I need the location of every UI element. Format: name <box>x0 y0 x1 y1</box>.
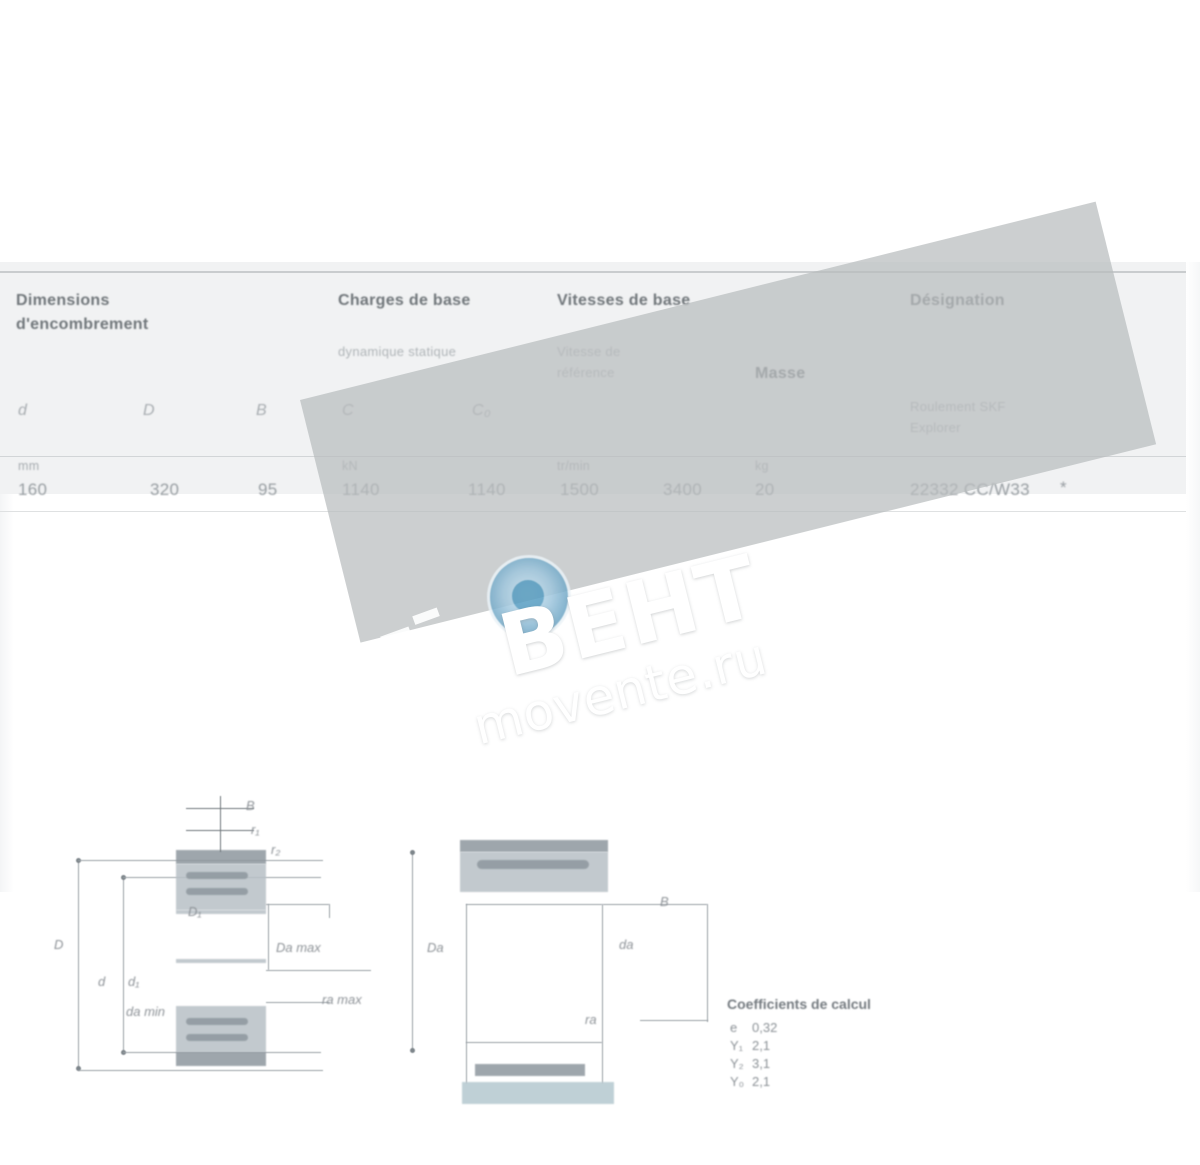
column-group-basic-loads: Charges de base <box>338 292 471 309</box>
symbol-B: B <box>256 402 267 419</box>
label-r1: r₁ <box>251 822 260 837</box>
label-right-ra: ra <box>585 1012 597 1027</box>
coefficient-symbol-y0: Y₀ <box>730 1074 745 1089</box>
column-group-dimensions-line2: d'encombrement <box>16 316 149 333</box>
coefficient-value-y2: 3,1 <box>752 1056 771 1071</box>
header-rule-top <box>0 271 1200 273</box>
unit-kN: kN <box>342 459 358 473</box>
column-group-designation-sub2: Explorer <box>910 420 961 435</box>
label-d: d <box>98 974 106 989</box>
symbol-C0: C₀ <box>472 402 491 419</box>
label-d1: d₁ <box>128 974 140 989</box>
label-Da-max: Da max <box>276 940 321 955</box>
value-speed-limit: 3400 <box>663 480 703 499</box>
value-mass: 20 <box>755 480 775 499</box>
column-group-mass: Masse <box>755 365 806 382</box>
coefficient-symbol-y1: Y₁ <box>730 1038 744 1053</box>
drawing-area: B r₁ r₂ D d d₁ D₁ da min Da max ra max <box>0 512 1200 1104</box>
value-C0: 1140 <box>468 480 506 499</box>
value-speed-reference: 1500 <box>560 480 600 499</box>
label-r2: r₂ <box>271 842 281 857</box>
coefficient-value-y1: 2,1 <box>752 1038 771 1053</box>
column-group-basic-speeds-sub1: Vitesse de <box>557 344 621 359</box>
label-da-min: da min <box>126 1004 166 1019</box>
header-rule-middle <box>0 456 1200 457</box>
column-group-basic-speeds: Vitesses de base <box>557 292 691 309</box>
label-right-Da: Da <box>427 940 444 955</box>
coefficient-symbol-y2: Y₂ <box>730 1056 744 1071</box>
symbol-d: d <box>18 402 28 419</box>
label-D1: D₁ <box>188 904 202 919</box>
symbol-D: D <box>143 402 155 419</box>
coefficients-title: Coefficients de calcul <box>727 996 871 1012</box>
column-group-dimensions-line1: Dimensions <box>16 292 110 309</box>
coefficient-value-y0: 2,1 <box>752 1074 771 1089</box>
label-B: B <box>246 798 255 813</box>
value-designation: 22332 CC/W33 <box>910 480 1030 499</box>
column-group-basic-speeds-sub2: référence <box>557 365 615 380</box>
scanned-catalogue-sheet: Dimensions d'encombrement Charges de bas… <box>0 262 1200 1104</box>
label-D: D <box>54 937 64 952</box>
coefficient-symbol-e: e <box>730 1020 738 1035</box>
label-right-B: B <box>660 894 669 909</box>
label-right-da: da <box>619 937 634 952</box>
label-ra-max: ra max <box>322 992 362 1007</box>
unit-mm: mm <box>18 459 40 473</box>
value-C: 1140 <box>342 480 380 499</box>
unit-kg: kg <box>755 459 769 473</box>
column-group-designation: Désignation <box>910 292 1005 309</box>
table-header-band: Dimensions d'encombrement Charges de bas… <box>0 262 1200 512</box>
unit-trmin: tr/min <box>557 459 591 473</box>
value-D: 320 <box>150 480 180 499</box>
value-d: 160 <box>18 480 48 499</box>
designation-footnote-mark: * <box>1060 478 1067 497</box>
coefficient-value-e: 0,32 <box>752 1020 778 1035</box>
column-group-designation-sub1: Roulement SKF <box>910 399 1006 414</box>
value-B: 95 <box>258 480 278 499</box>
column-group-basic-loads-sub: dynamique statique <box>338 344 457 359</box>
symbol-C: C <box>342 402 354 419</box>
